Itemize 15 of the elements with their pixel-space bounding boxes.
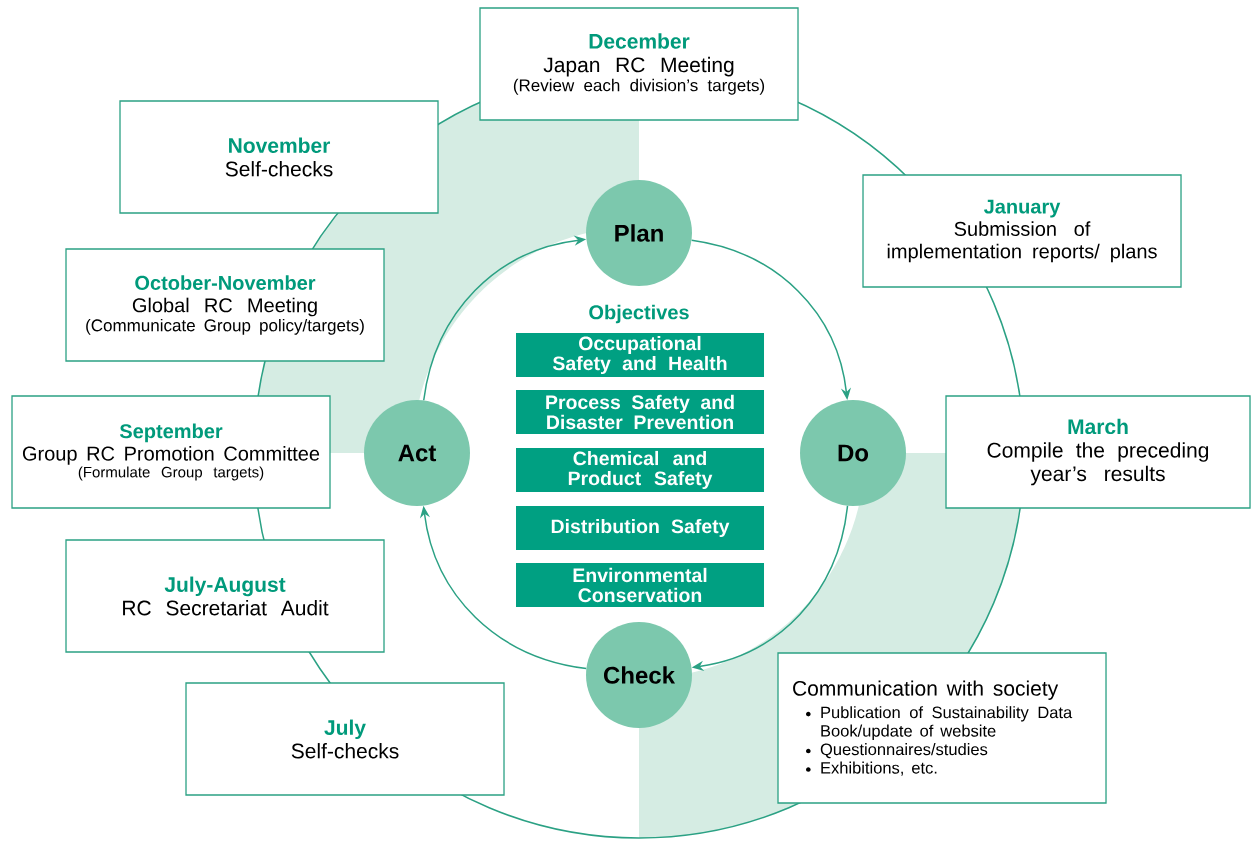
objective-box: Chemical and Product Safety	[516, 448, 764, 492]
communication-box: Communication with society Publication of Sustainability Data Book/update of website Questionnaires/studies Exhibitions, etc.	[777, 652, 1107, 804]
objective-box: Distribution Safety	[516, 506, 764, 550]
schedule-box: March Compile the preceding year’s results	[945, 395, 1251, 509]
schedule-box: November Self-checks	[119, 100, 439, 214]
heading-text: Objectives	[589, 304, 689, 324]
schedule-box: July-August RC Secretariat Audit	[65, 539, 385, 653]
objective-box: Occupational Safety and Health	[516, 333, 764, 377]
schedule-box: December Japan RC Meeting (Review each division’s targets)	[479, 7, 799, 121]
schedule-box: July Self-checks	[185, 682, 505, 796]
objective-box: Process Safety and Disaster Prevention	[516, 390, 764, 434]
objective-box: Environmental Conservation	[516, 563, 764, 607]
schedule-box: September Group RC Promotion Committee (Formulate Group targets)	[11, 395, 331, 509]
schedule-box: January Submission of implementation reports/ plans	[862, 174, 1182, 288]
schedule-box: October-November Global RC Meeting (Communicate Group policy/targets)	[65, 248, 385, 362]
